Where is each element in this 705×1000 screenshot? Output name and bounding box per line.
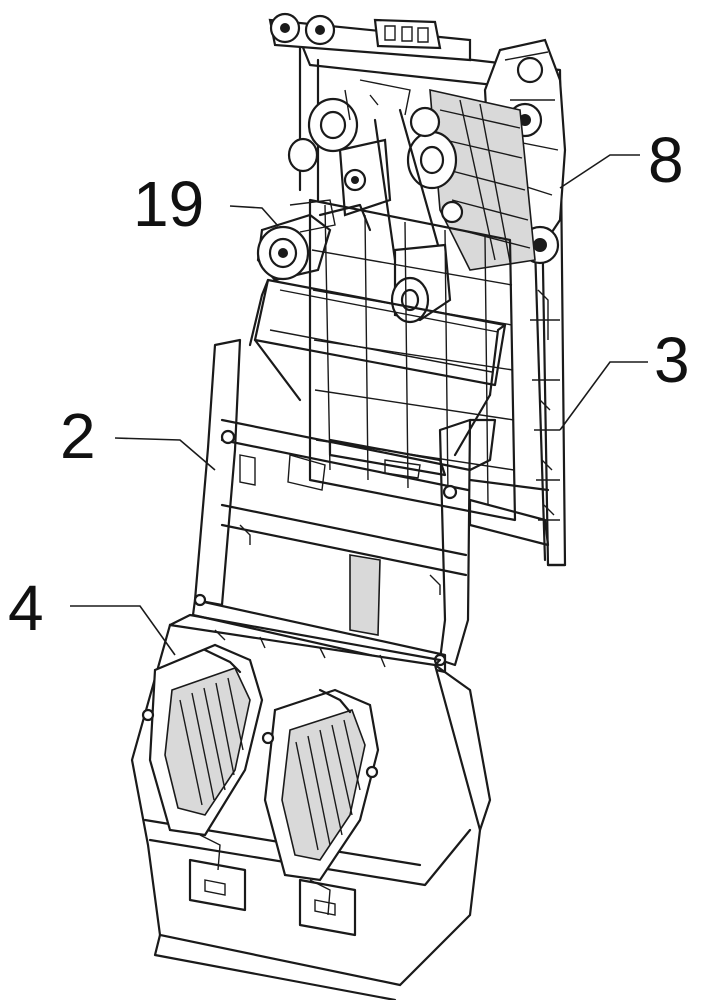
leg-rest <box>132 615 490 1000</box>
leader-19 <box>230 206 278 226</box>
leader-2 <box>115 438 215 470</box>
callout-3: 3 <box>654 328 690 392</box>
seat-frame <box>193 280 505 672</box>
massage-mechanism <box>270 14 565 322</box>
leader-4 <box>70 606 175 655</box>
leader-8 <box>560 155 640 188</box>
leader-3 <box>560 362 648 430</box>
callout-8: 8 <box>648 128 684 192</box>
callout-4: 4 <box>8 576 44 640</box>
callout-19: 19 <box>133 172 204 236</box>
callout-2: 2 <box>60 404 96 468</box>
